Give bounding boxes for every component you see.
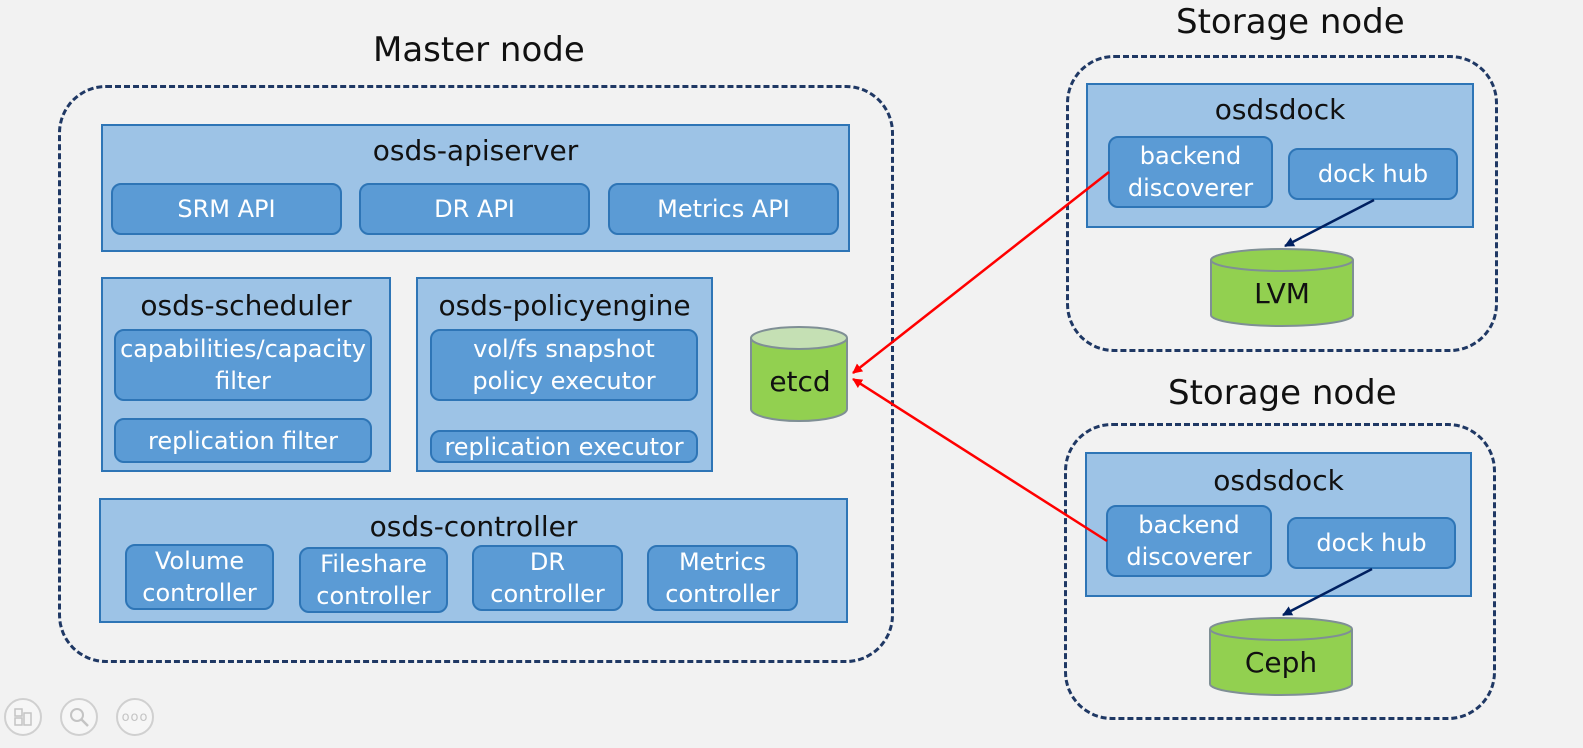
lvm-database[interactable]: LVM	[1209, 247, 1355, 329]
osdsdock-2-title: osdsdock	[1213, 464, 1344, 497]
backend-discoverer-2-box[interactable]: backend discoverer	[1106, 505, 1272, 577]
dock-hub-1-box[interactable]: dock hub	[1288, 148, 1458, 200]
scheduler-title: osds-scheduler	[140, 289, 352, 322]
more-icon[interactable]: ooo	[116, 698, 154, 736]
discoverer-2-to-etcd-arrow	[852, 377, 1108, 543]
dr-api-box[interactable]: DR API	[359, 183, 590, 235]
ceph-database[interactable]: Ceph	[1208, 616, 1354, 698]
storage-node-1-title: Storage node	[1176, 2, 1405, 42]
storage-node-2-group	[1064, 423, 1496, 720]
dr-controller-box[interactable]: DR controller	[472, 545, 623, 611]
apiserver-title: osds-apiserver	[372, 134, 579, 167]
controller-title: osds-controller	[369, 510, 578, 543]
discoverer-1-to-etcd-arrow	[852, 171, 1110, 374]
replication-filter-box[interactable]: replication filter	[114, 418, 372, 463]
etcd-database[interactable]: etcd	[749, 325, 851, 425]
hub-2-to-ceph-arrow	[1282, 567, 1373, 617]
srm-api-box[interactable]: SRM API	[111, 183, 342, 235]
dock-hub-2-box[interactable]: dock hub	[1287, 517, 1456, 569]
volume-controller-box[interactable]: Volume controller	[125, 544, 274, 610]
fileshare-controller-box[interactable]: Fileshare controller	[299, 547, 448, 613]
ceph-label: Ceph	[1244, 646, 1318, 679]
master-node-group	[58, 85, 894, 663]
etcd-label: etcd	[769, 365, 831, 398]
policyengine-title: osds-policyengine	[438, 289, 691, 322]
storage-node-2-title: Storage node	[1168, 373, 1397, 413]
hub-1-to-lvm-arrow	[1284, 198, 1375, 248]
etcd-cylinder-icon	[750, 326, 848, 422]
osdsdock-1-title: osdsdock	[1214, 93, 1346, 126]
replication-executor-box[interactable]: replication executor	[430, 430, 698, 463]
master-node-title: Master node	[373, 30, 585, 70]
capacity-filter-box[interactable]: capabilities/capacity filter	[114, 329, 372, 401]
ceph-cylinder-icon	[1209, 617, 1353, 696]
magnifier-glyph	[70, 708, 89, 727]
metrics-api-box[interactable]: Metrics API	[608, 183, 839, 235]
more-label: ooo	[121, 709, 149, 725]
metrics-controller-box[interactable]: Metrics controller	[647, 545, 798, 611]
snapshot-executor-box[interactable]: vol/fs snapshot policy executor	[430, 329, 698, 401]
layout-icon[interactable]	[4, 698, 42, 736]
lvm-cylinder-icon	[1210, 248, 1354, 327]
zoom-icon[interactable]	[60, 698, 98, 736]
lvm-label: LVM	[1254, 277, 1310, 310]
layout-glyph	[14, 708, 32, 726]
